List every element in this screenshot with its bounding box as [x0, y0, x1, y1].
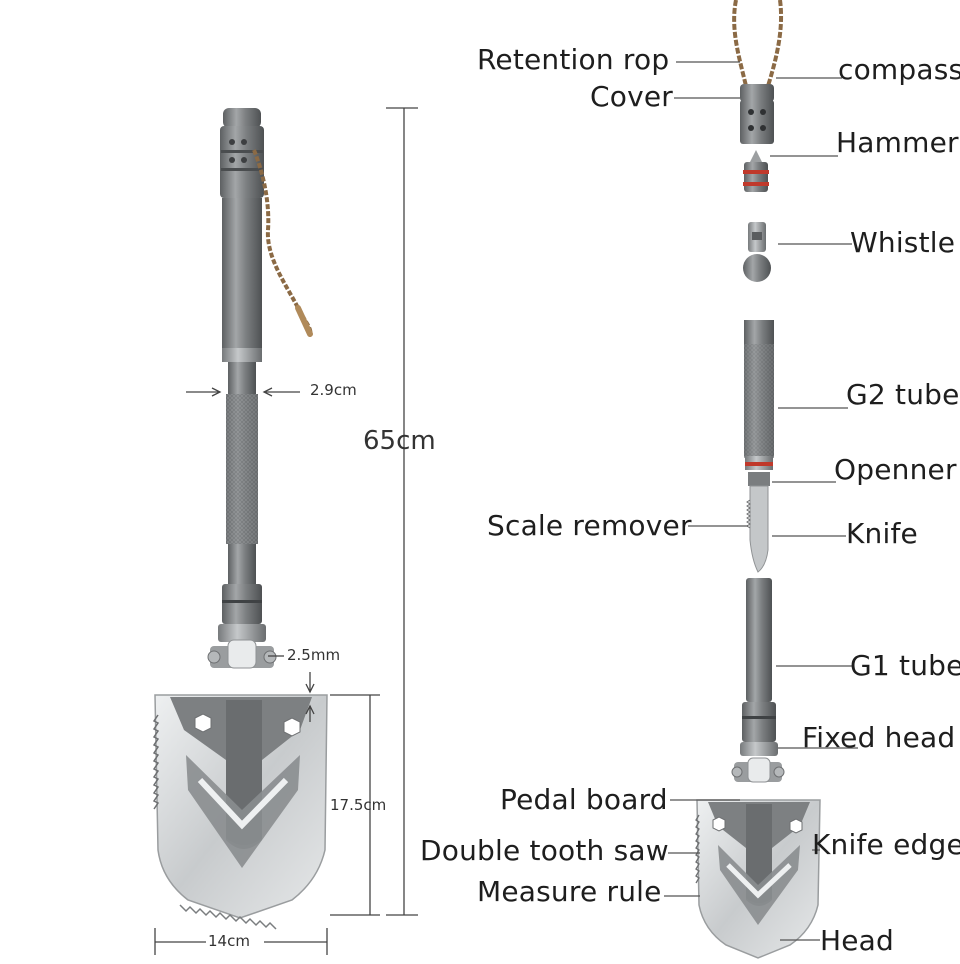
handle-cap [223, 108, 261, 128]
assembled-shovel [152, 108, 328, 930]
exploded-parts [695, 0, 821, 959]
label-measure-rule: Measure rule [477, 875, 662, 908]
dimension-total-length: 65cm [363, 426, 436, 456]
label-knife-edge: Knife edge [812, 828, 960, 861]
label-fixed-head: Fixed head [802, 721, 956, 754]
hammer-part [744, 162, 768, 192]
g1-tube-part [746, 578, 772, 702]
dimension-handle-diameter: 2.9cm [310, 381, 357, 399]
label-hammer: Hammer [836, 126, 959, 159]
retention-rope-right [732, 0, 784, 87]
label-cover: Cover [590, 80, 673, 113]
label-g1-tube: G1 tube [850, 649, 960, 682]
compass-part [740, 100, 774, 144]
handle-upper-grip [222, 198, 262, 348]
label-head: Head [820, 924, 895, 957]
handle-rod [228, 362, 256, 394]
dimension-blade-thickness: 2.5mm [287, 646, 341, 664]
openner-part [748, 472, 770, 486]
handle-collar [222, 584, 262, 624]
knife-part [749, 485, 769, 573]
cover-part [740, 84, 774, 102]
dimension-blade-width: 14cm [208, 932, 250, 950]
retention-rope-left [252, 149, 313, 335]
label-g2-tube: G2 tube [846, 378, 960, 411]
saw-teeth-left [152, 714, 160, 810]
fixed-head-part [742, 702, 776, 742]
label-openner: Openner [834, 453, 957, 486]
leader-lines [664, 61, 858, 941]
label-whistle: Whistle [850, 226, 956, 259]
label-pedal-board: Pedal board [500, 783, 668, 816]
label-double-tooth-saw: Double tooth saw [420, 834, 669, 867]
label-scale-remover: Scale remover [487, 509, 692, 542]
dimension-blade-height: 17.5cm [330, 796, 387, 814]
label-knife: Knife [846, 517, 918, 550]
label-compass: compass [838, 53, 960, 86]
label-retention-rope: Retention rop [477, 43, 670, 76]
dimension-lines [154, 107, 418, 955]
